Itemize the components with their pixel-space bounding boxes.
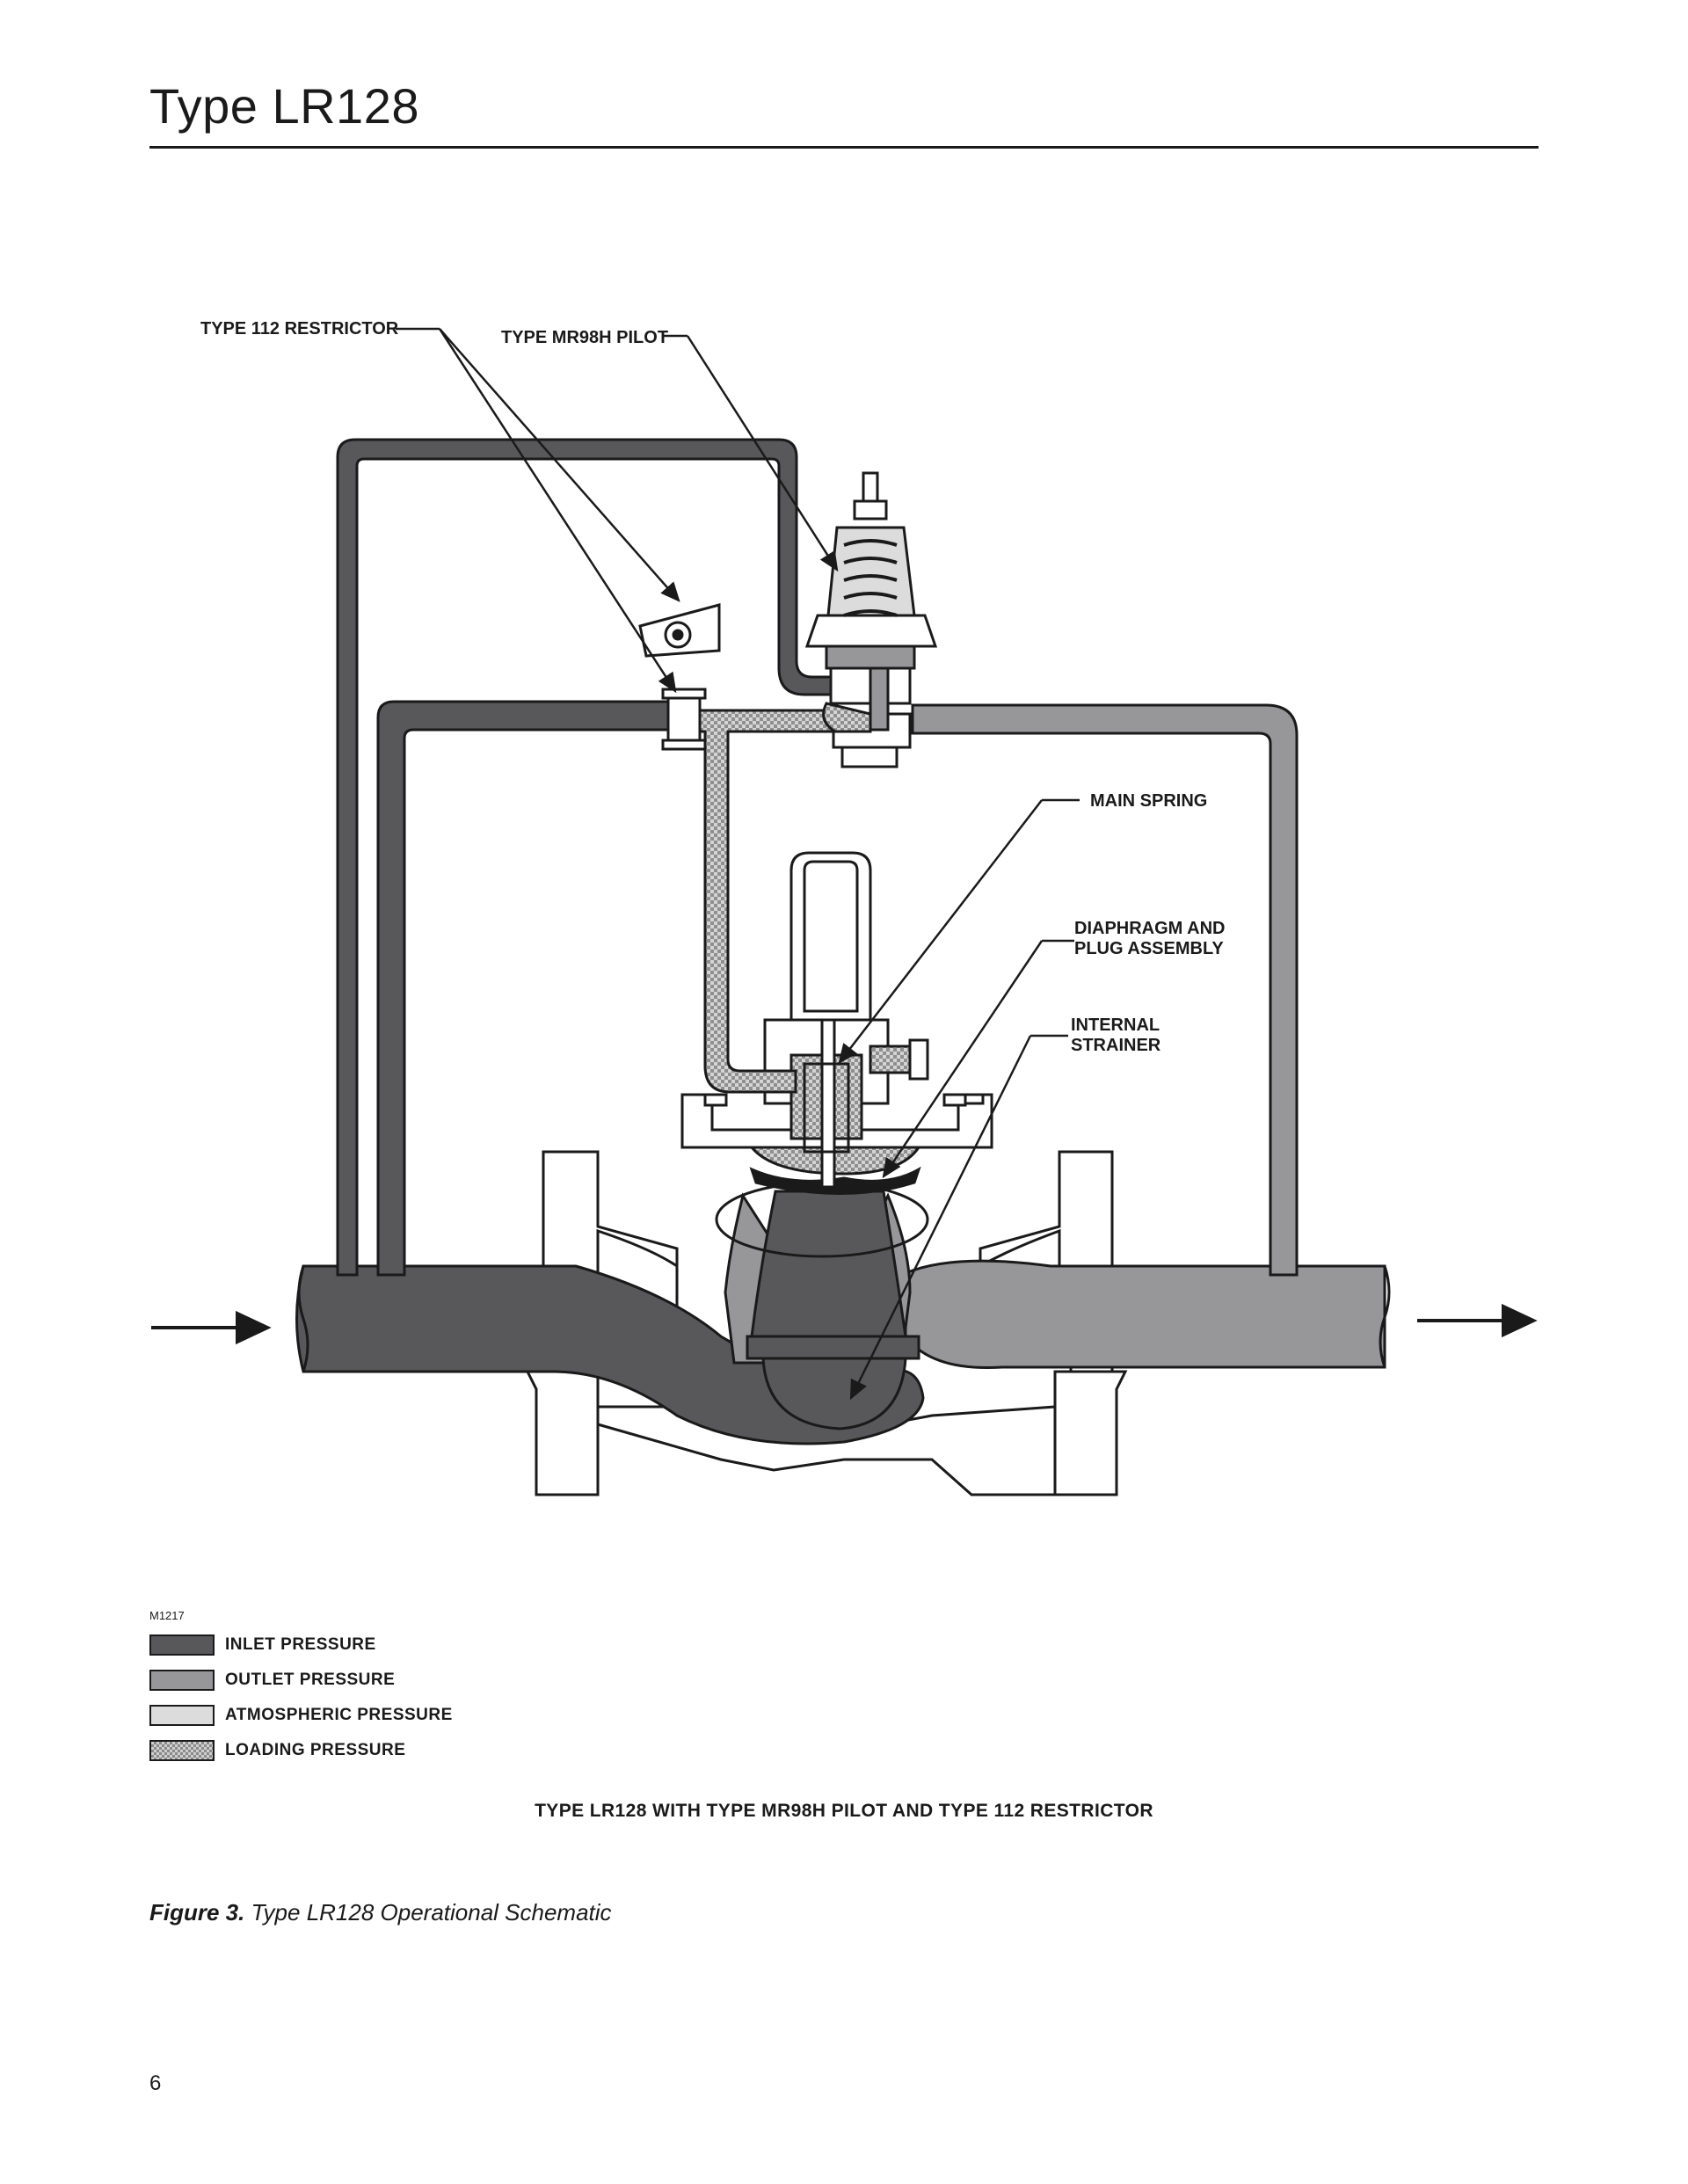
figure-title: Type LR128 Operational Schematic — [251, 1899, 612, 1926]
page-title: Type LR128 — [149, 78, 419, 134]
inlet-pressure-swatch — [149, 1634, 215, 1656]
restrictor — [638, 603, 721, 751]
main-valve-internals — [680, 851, 993, 1431]
legend-label: OUTLET PRESSURE — [225, 1671, 396, 1689]
pilot-label: TYPE MR98H PILOT — [501, 328, 668, 347]
outlet-flow-arrow — [1502, 1303, 1538, 1338]
legend-label: ATMOSPHERIC PRESSURE — [225, 1706, 453, 1724]
drawing-number: M1217 — [149, 1609, 185, 1622]
pilot-spring — [843, 539, 898, 617]
leader-lines — [396, 327, 1080, 1401]
flow-arrows — [151, 1303, 1538, 1345]
legend-item-atmospheric: ATMOSPHERIC PRESSURE — [149, 1702, 453, 1729]
outlet-flow — [904, 703, 1391, 1370]
pressure-legend: INLET PRESSURE OUTLET PRESSURE ATMOSPHER… — [149, 1632, 453, 1773]
loading-pressure-swatch — [149, 1740, 215, 1761]
diagram-caption: TYPE LR128 WITH TYPE MR98H PILOT AND TYP… — [535, 1801, 1153, 1821]
loading-line — [697, 709, 835, 1094]
outlet-pressure-swatch — [149, 1670, 215, 1691]
legend-item-inlet: INLET PRESSURE — [149, 1632, 453, 1658]
strainer-label-line1: INTERNAL — [1071, 1016, 1160, 1035]
strainer-label-line2: STRAINER — [1071, 1036, 1161, 1055]
legend-label: INLET PRESSURE — [225, 1635, 376, 1654]
inlet-flow-arrow — [236, 1310, 272, 1345]
main-spring-label: MAIN SPRING — [1090, 791, 1207, 811]
title-rule — [149, 146, 1539, 149]
figure-caption: Figure 3. Type LR128 Operational Schemat… — [149, 1899, 612, 1926]
figure-number: Figure 3. — [149, 1899, 245, 1926]
page-number: 6 — [149, 2071, 162, 2095]
legend-item-loading: LOADING PRESSURE — [149, 1737, 453, 1764]
legend-item-outlet: OUTLET PRESSURE — [149, 1667, 453, 1693]
diaphragm-label-line1: DIAPHRAGM AND — [1074, 919, 1225, 938]
atmospheric-pressure-swatch — [149, 1705, 215, 1726]
legend-label: LOADING PRESSURE — [225, 1741, 406, 1759]
restrictor-label: TYPE 112 RESTRICTOR — [200, 319, 399, 339]
pilot — [804, 471, 938, 768]
diaphragm-label-line2: PLUG ASSEMBLY — [1074, 939, 1224, 958]
